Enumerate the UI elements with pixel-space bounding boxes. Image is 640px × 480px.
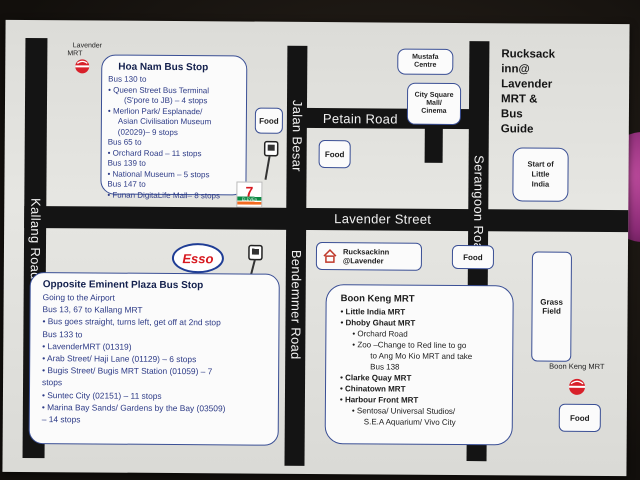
bus-stop-sign-icon <box>248 244 263 280</box>
label-lavender-street: Lavender Street <box>334 211 432 227</box>
food-box: Food <box>318 140 351 169</box>
little-india-callout: Start of Little India <box>512 147 569 202</box>
route-line: Bus 130 to <box>108 74 147 84</box>
route-line: • Zoo –Change to Red line to go <box>352 340 467 351</box>
little-india-line2: Little <box>531 169 550 179</box>
route-line: • Bus goes straight, turns left, get off… <box>42 316 221 328</box>
seven-eleven-band-orange <box>237 201 262 205</box>
guide-title-line: inn@ <box>501 63 530 76</box>
bus-stop-sign-icon <box>263 140 279 180</box>
label-kallang-road: Kallang Road <box>27 197 44 280</box>
label-bendemmer-road: Bendemmer Road <box>288 249 304 360</box>
map-sheet: Petain Road Lavender Street Jalan Besar … <box>2 19 630 477</box>
guide-title-line: Lavender <box>501 78 553 91</box>
route-line: Bus 147 to <box>107 179 146 189</box>
grass-field-box: Grass Field <box>531 251 572 362</box>
eminent-plaza-bus-stop-callout: Opposite Eminent Plaza Bus Stop Going to… <box>28 272 280 446</box>
rucksack-line1: Rucksackinn <box>342 247 390 257</box>
guide-title-line: Rucksack <box>501 48 556 61</box>
city-square-line2: Mall/ <box>426 99 442 107</box>
lavender-mrt-label-line1: Lavender <box>72 42 103 50</box>
food-box: Food <box>451 244 495 270</box>
label-jalan-besar: Jalan Besar <box>289 99 306 172</box>
guide-title-line: MRT & <box>501 93 538 106</box>
esso-logo: Esso <box>171 242 225 274</box>
route-line: – 14 stops <box>41 414 81 425</box>
hoa-nam-title: Hoa Nam Bus Stop <box>118 61 209 74</box>
route-line: Bus 65 to <box>107 137 142 147</box>
boon-keng-mrt-label: Boon Keng MRT <box>549 361 605 372</box>
seven-eleven-logo: 7 ELEVEn <box>236 181 263 208</box>
city-square-line3: Cinema <box>421 107 447 115</box>
city-square-line1: City Square <box>414 91 454 99</box>
food-box: Food <box>558 403 601 432</box>
city-square-callout: City Square Mall/ Cinema <box>406 82 462 126</box>
mustafa-callout: Mustafa Centre <box>397 48 454 75</box>
rucksack-line2: @Lavender <box>342 256 384 266</box>
esso-text: Esso <box>182 250 214 266</box>
route-line: • Bugis Street/ Bugis MRT Station (01059… <box>42 365 213 377</box>
guide-title: Rucksack inn@ Lavender MRT & Bus Guide <box>501 47 555 137</box>
boon-keng-title: Boon Keng MRT <box>340 293 415 305</box>
route-line: Bus 139 to <box>107 158 146 168</box>
lavender-mrt-label-line2: MRT <box>67 50 83 58</box>
rucksack-inn-box: Rucksackinn @Lavender <box>315 242 423 271</box>
eminent-title: Opposite Eminent Plaza Bus Stop <box>42 279 204 292</box>
label-petain-road: Petain Road <box>322 111 398 127</box>
hoa-nam-routes: Bus 130 to • Queen Street Bus Terminal (… <box>107 75 240 202</box>
boon-keng-mrt-callout: Boon Keng MRT • Little India MRT • Dhoby… <box>324 284 514 446</box>
grass-line2: Field <box>542 306 561 316</box>
road-petain-spur <box>424 122 443 163</box>
eminent-routes: Going to the Airport Bus 13, 67 to Kalla… <box>38 291 271 427</box>
mustafa-label: Mustafa Centre <box>412 53 439 69</box>
road-lavender <box>24 205 629 233</box>
guide-title-line: Guide <box>500 123 534 136</box>
route-line: Asian Civilisation Museum <box>117 116 212 127</box>
little-india-line3: India <box>531 179 550 189</box>
route-line: (S'pore to JB) – 4 stops <box>123 95 208 106</box>
lavender-mrt: Lavender MRT <box>67 42 107 79</box>
hoa-nam-bus-stop-callout: Hoa Nam Bus Stop Bus 130 to • Queen Stre… <box>100 54 248 200</box>
grass-line1: Grass <box>540 297 564 307</box>
food-box: Food <box>254 107 283 134</box>
label-serangoon-road: Serangoon Road <box>470 155 487 258</box>
route-line: • Funan DigitaLife Mall– 8 stops <box>107 190 221 200</box>
mrt-logo-icon <box>569 378 586 395</box>
guide-title-line: Bus <box>500 108 523 121</box>
rucksack-inn-label: Rucksackinn @Lavender <box>343 247 389 265</box>
lavender-mrt-label: Lavender MRT <box>67 42 107 58</box>
boon-keng-routes: • Little India MRT • Dhoby Ghaut MRT • O… <box>334 306 505 428</box>
route-line: S.E.A Aquarium/ Vivo City <box>363 417 456 427</box>
mrt-logo-icon <box>75 59 90 74</box>
house-icon <box>323 249 337 263</box>
little-india-line1: Start of <box>527 159 554 169</box>
